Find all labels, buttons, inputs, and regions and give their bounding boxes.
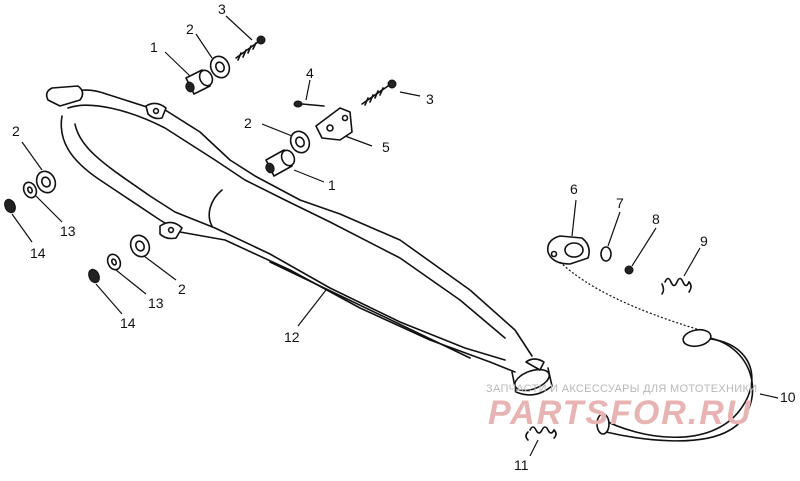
callout-labels: 1 2 3 4 3 2 5 1 2 13 14 2 13 14 12 6 7 8…: [12, 1, 796, 473]
callout-2-upper: 2: [186, 21, 194, 37]
callout-7: 7: [616, 195, 624, 211]
washer-13-left-lower: [106, 253, 122, 271]
centerline: [559, 261, 701, 331]
nut-14-left-upper: [4, 198, 16, 214]
callout-8: 8: [652, 211, 660, 227]
flange-6: [546, 235, 590, 265]
grommet-2-mid: [289, 130, 311, 154]
callout-11: 11: [514, 457, 529, 473]
nut-8: [624, 265, 634, 275]
leader-lines: [11, 15, 779, 457]
spring-9: [661, 277, 692, 295]
bolt-3-mid: [361, 79, 397, 106]
bolt-3-upper: [235, 35, 266, 61]
callout-5: 5: [382, 139, 390, 155]
callout-10: 10: [780, 389, 796, 405]
callout-13-left-lower: 13: [148, 295, 164, 311]
callout-4: 4: [306, 65, 314, 81]
bracket-5: [315, 107, 353, 141]
callout-14-left-upper: 14: [30, 245, 46, 261]
callout-6: 6: [570, 181, 578, 197]
bushing-1-mid: [265, 149, 296, 177]
callout-9: 9: [700, 233, 708, 249]
callout-2-left-lower: 2: [178, 281, 186, 297]
muffler-body: [45, 85, 553, 396]
callout-2-left-upper: 2: [12, 123, 20, 139]
callout-3-upper: 3: [218, 1, 226, 17]
grommet-2-left-upper: [35, 170, 57, 194]
gasket-7: [600, 246, 612, 262]
bushing-1-upper: [185, 69, 214, 95]
spring-11: [525, 426, 557, 441]
callout-14-left-lower: 14: [120, 315, 136, 331]
watermark-tagline: ЗАПЧАСТИ И АКСЕССУАРЫ ДЛЯ МОТОТЕХНИКИ: [486, 383, 757, 395]
callout-13-left-upper: 13: [60, 223, 76, 239]
callout-2-mid: 2: [244, 115, 252, 131]
screw-4: [293, 100, 325, 108]
watermark-brand: PARTSFOR.RU: [488, 394, 752, 432]
watermark: ЗАПЧАСТИ И АКСЕССУАРЫ ДЛЯ МОТОТЕХНИКИ PA…: [486, 383, 757, 432]
head-pipe-10: [596, 328, 754, 442]
callout-12: 12: [284, 329, 300, 345]
callout-1-upper: 1: [150, 39, 158, 55]
grommet-2-left-lower: [129, 234, 151, 258]
callout-1-mid: 1: [328, 177, 336, 193]
callout-3-mid: 3: [426, 91, 434, 107]
washer-13-left-upper: [22, 181, 38, 199]
nut-14-left-lower: [88, 268, 100, 284]
grommet-2-upper: [209, 55, 231, 79]
